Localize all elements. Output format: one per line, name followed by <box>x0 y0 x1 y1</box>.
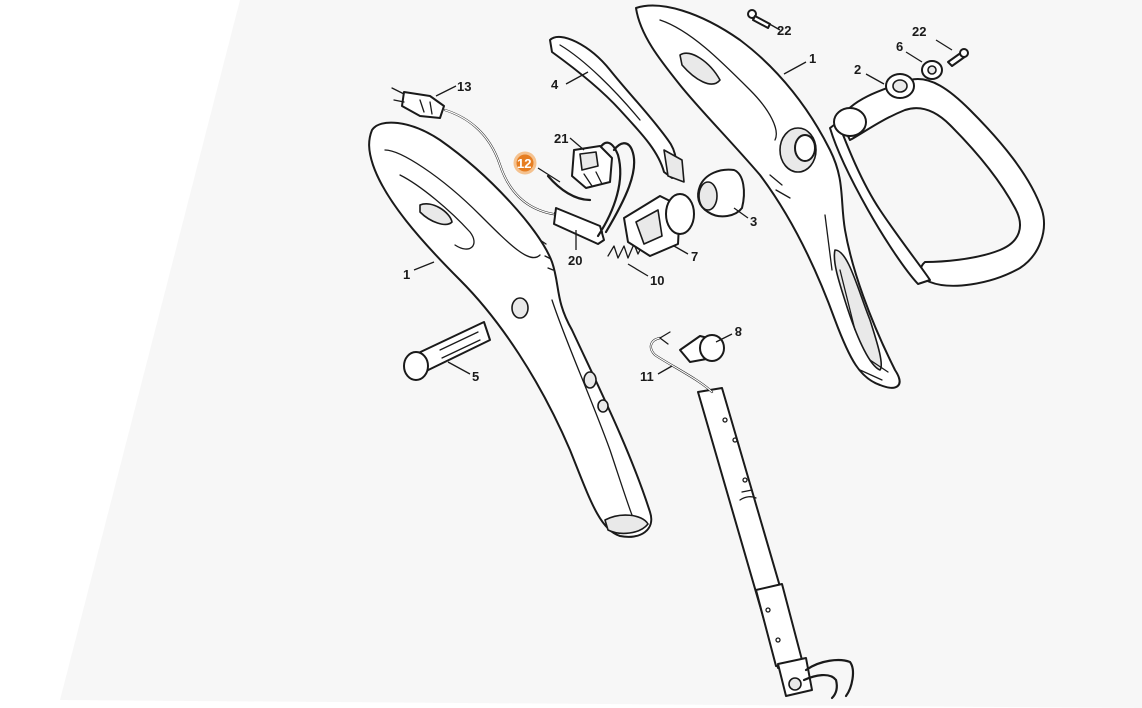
highlight-ring-12[interactable] <box>513 151 537 175</box>
callout-20[interactable]: 20 <box>568 253 582 268</box>
callout-8[interactable]: 8 <box>735 324 742 339</box>
callout-4[interactable]: 4 <box>551 77 559 92</box>
callout-21[interactable]: 21 <box>554 131 568 146</box>
callout-labels: 13 4 21 12 20 1 10 7 3 22 1 2 6 22 5 8 1… <box>403 23 926 384</box>
handle-housing-left[interactable] <box>368 121 653 538</box>
callout-12[interactable]: 12 <box>517 156 531 171</box>
callout-3[interactable]: 3 <box>750 214 757 229</box>
callout-5[interactable]: 5 <box>472 369 479 384</box>
callout-22-right[interactable]: 22 <box>912 24 926 39</box>
callout-11[interactable]: 11 <box>640 369 654 384</box>
power-cord-plug[interactable] <box>391 87 562 217</box>
loop-handle[interactable] <box>829 73 1045 287</box>
leader-lines <box>413 21 953 375</box>
lock-latch[interactable] <box>623 193 695 257</box>
pin[interactable] <box>403 321 491 381</box>
callout-7[interactable]: 7 <box>691 249 698 264</box>
background-sheet <box>60 0 1142 708</box>
screw-top[interactable] <box>747 9 771 29</box>
wire-harness[interactable] <box>546 141 636 245</box>
screw-right[interactable] <box>947 48 969 67</box>
trigger-cover[interactable] <box>549 35 685 183</box>
nut[interactable] <box>921 60 943 80</box>
trigger-switch[interactable] <box>571 145 613 189</box>
callout-1-right[interactable]: 1 <box>809 51 816 66</box>
callout-2[interactable]: 2 <box>854 62 861 77</box>
callout-13[interactable]: 13 <box>457 79 471 94</box>
spring[interactable] <box>607 241 645 259</box>
handle-housing-right[interactable] <box>635 4 901 389</box>
shaft-tube[interactable] <box>697 387 855 700</box>
callout-6[interactable]: 6 <box>896 39 903 54</box>
bushing[interactable] <box>697 168 745 218</box>
callout-1-left[interactable]: 1 <box>403 267 410 282</box>
callout-10[interactable]: 10 <box>650 273 664 288</box>
cable-lead[interactable] <box>649 331 714 394</box>
callout-22-top[interactable]: 22 <box>777 23 791 38</box>
